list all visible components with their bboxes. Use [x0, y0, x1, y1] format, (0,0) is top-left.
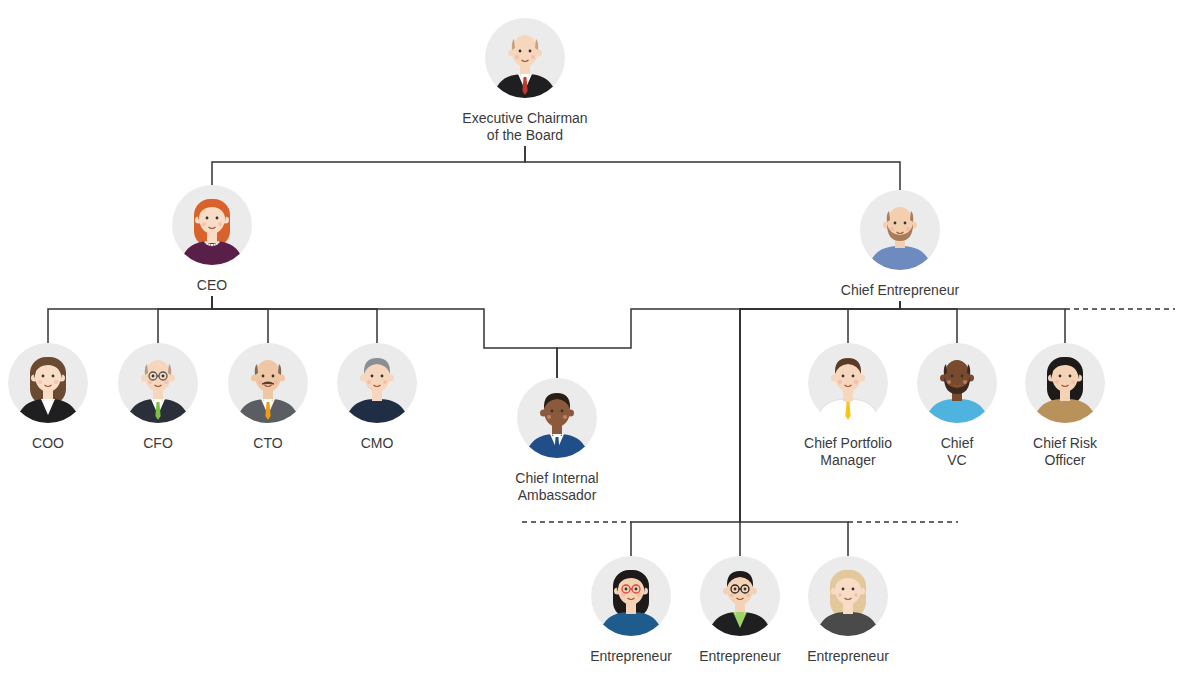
role-label: CTO — [223, 435, 313, 452]
org-node: CEO — [147, 185, 277, 294]
org-node: Chief VC — [907, 343, 1007, 469]
avatar-background — [8, 343, 88, 423]
label-block: Entrepreneur — [800, 648, 896, 665]
org-node: Chief Entrepreneur — [820, 190, 980, 299]
avatar-illustration — [808, 556, 888, 636]
reporting-line — [740, 301, 900, 556]
org-node: CFO — [110, 343, 206, 452]
avatar-illustration — [228, 343, 308, 423]
role-label: COO — [3, 435, 93, 452]
label-block: Chief VC — [932, 435, 982, 469]
org-node: CTO — [220, 343, 316, 452]
avatar-illustration — [118, 343, 198, 423]
avatar-figure — [525, 393, 589, 458]
avatar-illustration — [591, 556, 671, 636]
label-block: CMO — [332, 435, 422, 452]
org-node: Chief Risk Officer — [1010, 343, 1120, 469]
reporting-line — [525, 146, 900, 190]
dashed-line — [848, 521, 958, 523]
role-label: Chief Portfolio Manager — [786, 435, 911, 469]
avatar-illustration — [485, 18, 565, 98]
dashed-line — [522, 521, 631, 523]
reporting-line — [212, 296, 377, 343]
avatar-figure — [180, 199, 244, 265]
label-block: CEO — [152, 277, 272, 294]
label-block: COO — [3, 435, 93, 452]
avatar-background — [485, 18, 565, 98]
label-block: CTO — [223, 435, 313, 452]
avatar-figure — [925, 360, 989, 423]
avatar-figure — [1033, 357, 1097, 423]
avatar-figure — [599, 570, 663, 636]
dashed-line — [1065, 308, 1175, 310]
label-block: Entrepreneur — [692, 648, 788, 665]
label-block: CFO — [113, 435, 203, 452]
reporting-line — [740, 301, 900, 556]
org-node: Executive Chairman of the Board — [435, 18, 615, 144]
reporting-line — [48, 296, 212, 343]
org-node: Entrepreneur — [690, 556, 790, 665]
reporting-line — [212, 146, 525, 185]
role-label: Entrepreneur — [800, 648, 896, 665]
avatar-background — [700, 556, 780, 636]
avatar-figure — [868, 207, 932, 270]
avatar-illustration — [8, 343, 88, 423]
avatar-background — [517, 378, 597, 458]
label-block: Chief Portfolio Manager — [786, 435, 911, 469]
role-label: Entrepreneur — [583, 648, 679, 665]
avatar-illustration — [337, 343, 417, 423]
role-label: Entrepreneur — [692, 648, 788, 665]
org-node: Entrepreneur — [581, 556, 681, 665]
avatar-illustration — [860, 190, 940, 270]
avatar-illustration — [1025, 343, 1105, 423]
role-label: Executive Chairman of the Board — [440, 110, 610, 144]
role-label: CFO — [113, 435, 203, 452]
org-node: Chief Internal Ambassador — [477, 378, 637, 504]
role-label: CMO — [332, 435, 422, 452]
avatar-illustration — [917, 343, 997, 423]
avatar-figure — [126, 360, 190, 423]
label-block: Chief Internal Ambassador — [482, 470, 632, 504]
avatar-figure — [16, 357, 80, 423]
label-block: Chief Risk Officer — [1020, 435, 1110, 469]
avatar-figure — [236, 360, 300, 423]
role-label: Chief Internal Ambassador — [482, 470, 632, 504]
avatar-figure — [345, 358, 409, 423]
reporting-line — [631, 301, 900, 556]
role-label: CEO — [152, 277, 272, 294]
avatar-illustration — [700, 556, 780, 636]
label-block: Chief Entrepreneur — [825, 282, 975, 299]
avatar-background — [118, 343, 198, 423]
avatar-figure — [708, 571, 772, 636]
avatar-illustration — [172, 185, 252, 265]
org-node: Entrepreneur — [798, 556, 898, 665]
avatar-figure — [816, 570, 880, 636]
avatar-illustration — [808, 343, 888, 423]
role-label: Chief Risk Officer — [1020, 435, 1110, 469]
reporting-line — [212, 296, 268, 343]
avatar-figure — [816, 358, 880, 423]
role-label: Chief VC — [932, 435, 982, 469]
reporting-line — [158, 296, 212, 343]
avatar-illustration — [517, 378, 597, 458]
avatar-background — [228, 343, 308, 423]
label-block: Executive Chairman of the Board — [440, 110, 610, 144]
reporting-line — [848, 301, 900, 343]
reporting-line — [900, 301, 957, 343]
avatar-figure — [493, 35, 557, 98]
reporting-line — [900, 301, 1065, 343]
label-block: Entrepreneur — [583, 648, 679, 665]
role-label: Chief Entrepreneur — [825, 282, 975, 299]
org-node: CMO — [329, 343, 425, 452]
org-node: COO — [0, 343, 96, 452]
org-node: Chief Portfolio Manager — [783, 343, 913, 469]
